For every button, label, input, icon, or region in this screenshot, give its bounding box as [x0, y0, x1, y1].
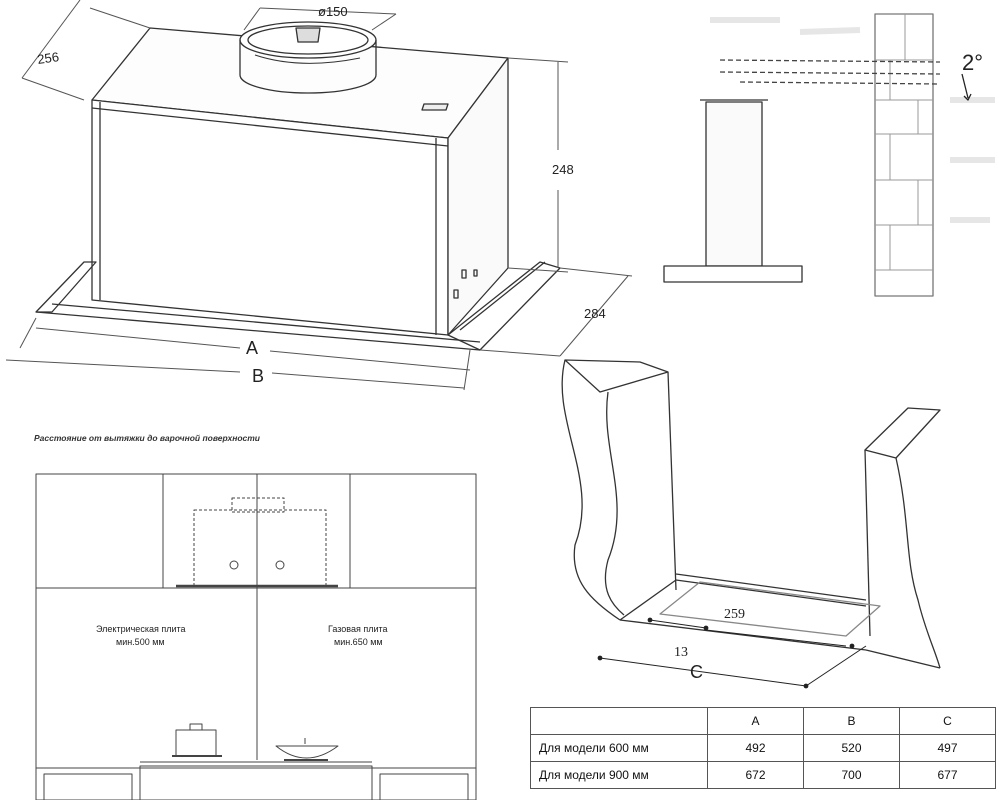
table-header-cell: [530, 707, 708, 735]
table-cell: 520: [803, 734, 900, 762]
distance-caption: Расстояние от вытяжки до варочной поверх…: [34, 433, 260, 443]
depth-label: 256: [36, 49, 60, 67]
table-header-cell: A: [707, 707, 804, 735]
table-cell: 497: [899, 734, 996, 762]
cabinet-cutout-drawing: [561, 359, 941, 689]
dimensions-table: A B C Для модели 600 мм 492 520 497 Для …: [530, 707, 996, 789]
tilt-angle-drawing: [663, 13, 995, 297]
table-cell: 700: [803, 761, 900, 789]
cutout-offset-label: 13: [674, 645, 688, 660]
gas-stove-min: мин.650 мм: [334, 637, 383, 647]
kitchen-distance-drawing: [35, 473, 477, 800]
table-row: Для модели 600 мм 492 520 497: [530, 734, 996, 762]
gas-stove-title: Газовая плита: [328, 624, 388, 634]
table-row-label: Для модели 600 мм: [530, 734, 708, 762]
width-label-b: B: [252, 366, 264, 386]
table-cell: 492: [707, 734, 804, 762]
tilt-angle-label: 2°: [962, 50, 983, 75]
table-row-label: Для модели 900 мм: [530, 761, 708, 789]
bottom-depth-label: 284: [584, 306, 606, 321]
width-label-a: A: [246, 338, 258, 358]
height-label: 248: [552, 162, 574, 177]
table-cell: 672: [707, 761, 804, 789]
table-cell: 677: [899, 761, 996, 789]
table-header-cell: B: [803, 707, 900, 735]
table-row: Для модели 900 мм 672 700 677: [530, 761, 996, 789]
diameter-label: ø150: [318, 4, 348, 19]
cutout-width-label: C: [690, 662, 703, 682]
electric-stove-title: Электрическая плита: [96, 624, 186, 634]
table-header-cell: C: [899, 707, 996, 735]
cutout-depth-label: 259: [724, 607, 745, 622]
hood-isometric-drawing: [5, 0, 633, 391]
electric-stove-min: мин.500 мм: [116, 637, 165, 647]
table-header-row: A B C: [530, 707, 996, 735]
